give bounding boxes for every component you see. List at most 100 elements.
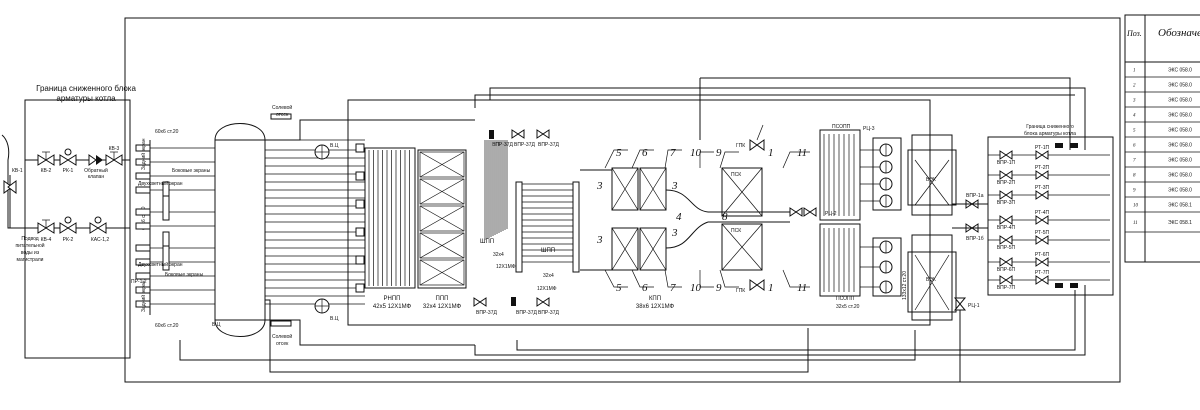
pos-3-d: 3: [671, 227, 678, 239]
vpr-valve-4[interactable]: [473, 297, 487, 307]
check-valve-top[interactable]: [88, 154, 103, 166]
right-rt-label-2: РТ-2П: [1035, 165, 1050, 171]
kv4-valve[interactable]: [37, 219, 55, 234]
leader-top-b: [699, 151, 810, 169]
vc-mid-label: В.Ц: [330, 316, 339, 322]
screen-header-6: [135, 222, 151, 230]
vpr-valve-1[interactable]: [489, 130, 494, 139]
table-row-pos-5: 5: [1133, 129, 1136, 134]
table-row-name-4: ЭКС 058.0: [1168, 113, 1192, 119]
right-rt-label-6: РТ-6П: [1035, 252, 1050, 258]
drum-feed-link: [125, 159, 131, 229]
right-rt-valve-5[interactable]: [1035, 235, 1049, 245]
mid-valve-2[interactable]: [803, 207, 817, 217]
ppp-cell-1: [419, 151, 465, 178]
salt-top-1: Солевой: [272, 104, 292, 111]
shpp-header-right: [572, 181, 580, 273]
right-vpr-label-1: ВПР-1П: [997, 160, 1016, 166]
pos-9-bot: 9: [716, 282, 722, 294]
kv1-label: КВ-1: [12, 168, 23, 174]
pos-3-b: 3: [671, 180, 678, 192]
ppp-cross-4: [419, 232, 465, 259]
kpp-name: КПП: [649, 296, 661, 302]
right-rt-half-b-6: [1041, 257, 1049, 267]
vek-crosses: [914, 159, 950, 311]
table-row-name-8: ЭКС 058.0: [1168, 173, 1192, 179]
mid-valve-1[interactable]: [789, 207, 803, 217]
drum-steam-links: [265, 119, 475, 346]
outer-frame: [124, 17, 1121, 383]
right-vpr-label-5: ВПР-5П: [997, 245, 1016, 251]
psk-bot-label: ПСК: [731, 228, 741, 234]
top-steam-collector: [474, 87, 1086, 150]
kpp-module-3: [611, 227, 639, 271]
right-block-title-1: Граница сниженного: [1026, 124, 1074, 130]
valve-bottom-2: РК-2: [63, 237, 74, 243]
vpr-valve-2[interactable]: [511, 129, 525, 139]
rk1-valve[interactable]: [59, 148, 77, 166]
gpk-valve-top[interactable]: [749, 124, 765, 151]
pos-1-top: 1: [768, 147, 774, 159]
vpr-valve-3[interactable]: [536, 129, 550, 139]
ppp-cell-5: [419, 259, 465, 286]
table-header-pos: Поз.: [1126, 29, 1142, 38]
side-screen-2: [162, 195, 170, 221]
shpp-header-left: [515, 181, 523, 273]
right-rt-valve-1[interactable]: [1035, 150, 1049, 160]
pr-label: ПР-1,2: [131, 279, 147, 285]
right-rt-valve-6[interactable]: [1035, 257, 1049, 267]
kv2-valve[interactable]: [37, 151, 55, 166]
right-flange-1: [1055, 143, 1063, 148]
kv3-valve[interactable]: [105, 151, 123, 166]
right-vpr-valve-6[interactable]: [999, 257, 1013, 267]
rnpp-header-3: [355, 199, 365, 209]
table-row-pos-2: 2: [1133, 84, 1136, 89]
table-row-name-7: ЭКС 058.0: [1168, 158, 1192, 164]
valve-bottom-3: КАС-1,2: [91, 237, 110, 243]
right-rt-half-a-1: [1035, 150, 1043, 160]
right-rt-valve-7[interactable]: [1035, 275, 1049, 285]
right-rt-valve-3[interactable]: [1035, 190, 1049, 200]
right-vpr-valve-3[interactable]: [999, 190, 1013, 200]
vek-bottom-inner: [907, 251, 957, 313]
vpr-label-2: ВПР-37Д: [514, 142, 535, 148]
kas-valve[interactable]: [89, 216, 107, 234]
right-rt-half-b-7: [1041, 275, 1049, 285]
pos-7-top: 7: [670, 147, 676, 159]
vpr-1b-label: ВПР-1б: [966, 236, 984, 242]
gpk-valve-bottom[interactable]: [749, 279, 765, 291]
right-vpr-valve-1[interactable]: [999, 150, 1013, 160]
screen-double-label-1: Двухсветный экран: [138, 180, 183, 187]
psopp-spec: 32x5 ст.20: [836, 304, 860, 310]
rnpp-header-1: [355, 143, 365, 153]
right-rt-label-4: РТ-4П: [1035, 210, 1050, 216]
right-vpr-valve-4[interactable]: [999, 215, 1013, 225]
vc-top-label: В.Ц: [330, 143, 339, 149]
kpp-cross-2: [639, 167, 667, 211]
gpk-top-label: ГПК: [736, 143, 745, 149]
feed-pipe: [1, 134, 25, 229]
vpr-valve-5[interactable]: [511, 297, 516, 306]
ppp-cross-2: [419, 178, 465, 205]
kv1-valve[interactable]: [3, 180, 17, 194]
pipe-bottom-label: 60x6 ст.20: [155, 323, 179, 329]
right-vpr-valve-7[interactable]: [999, 275, 1013, 285]
vpr-valve-6[interactable]: [536, 297, 550, 307]
vpr-label-4: ВПР-37Д: [476, 310, 497, 316]
shpp-mat-2: 12Х1МФ: [537, 286, 557, 292]
right-rt-label-5: РТ-5П: [1035, 230, 1050, 236]
vpr-label-5: ВПР-37Д: [516, 310, 537, 316]
right-rt-half-b-5: [1041, 235, 1049, 245]
right-vpr-valve-2[interactable]: [999, 170, 1013, 180]
right-rt-valve-4[interactable]: [1035, 215, 1049, 225]
ppp-cell-4: [419, 232, 465, 259]
rk2-valve[interactable]: [59, 216, 77, 234]
right-vpr-valve-5[interactable]: [999, 235, 1013, 245]
right-vpr-label-3: ВПР-3П: [997, 200, 1016, 206]
right-rt-valve-2[interactable]: [1035, 170, 1049, 180]
right-valve-rows: ВПР-1ПРТ-1ПВПР-2ПРТ-2ПВПР-3ПРТ-3ПВПР-4ПР…: [988, 143, 1110, 291]
pos-6-bot: 6: [642, 282, 648, 294]
rnpp-spec: 42x5 12Х1МФ: [373, 304, 412, 310]
table-row-name-3: ЭКС 058.0: [1168, 98, 1192, 104]
